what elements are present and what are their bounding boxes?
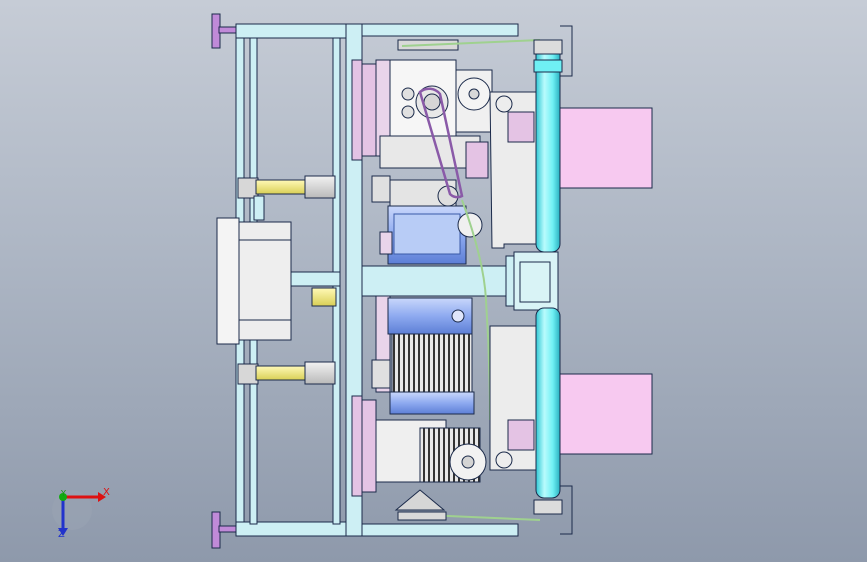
triad-z-label: Z (58, 529, 65, 540)
roller-brackets (560, 25, 573, 535)
mount-foot-top (211, 13, 238, 49)
roller-upper (533, 39, 563, 253)
center-shaft (361, 251, 559, 311)
mount-foot-bottom (211, 511, 238, 549)
triad-x-label: X (103, 487, 110, 498)
triad-y-label: Y (61, 489, 66, 498)
right-plate (465, 91, 541, 471)
cylinder-upper (237, 175, 336, 221)
contact-pads (559, 107, 653, 455)
left-gearbox (216, 217, 337, 345)
lower-drive-assembly (371, 295, 487, 521)
cylinder-lower (237, 361, 336, 385)
coordinate-triad (52, 490, 106, 536)
roller-lower (533, 307, 563, 515)
side-brackets (351, 59, 377, 497)
